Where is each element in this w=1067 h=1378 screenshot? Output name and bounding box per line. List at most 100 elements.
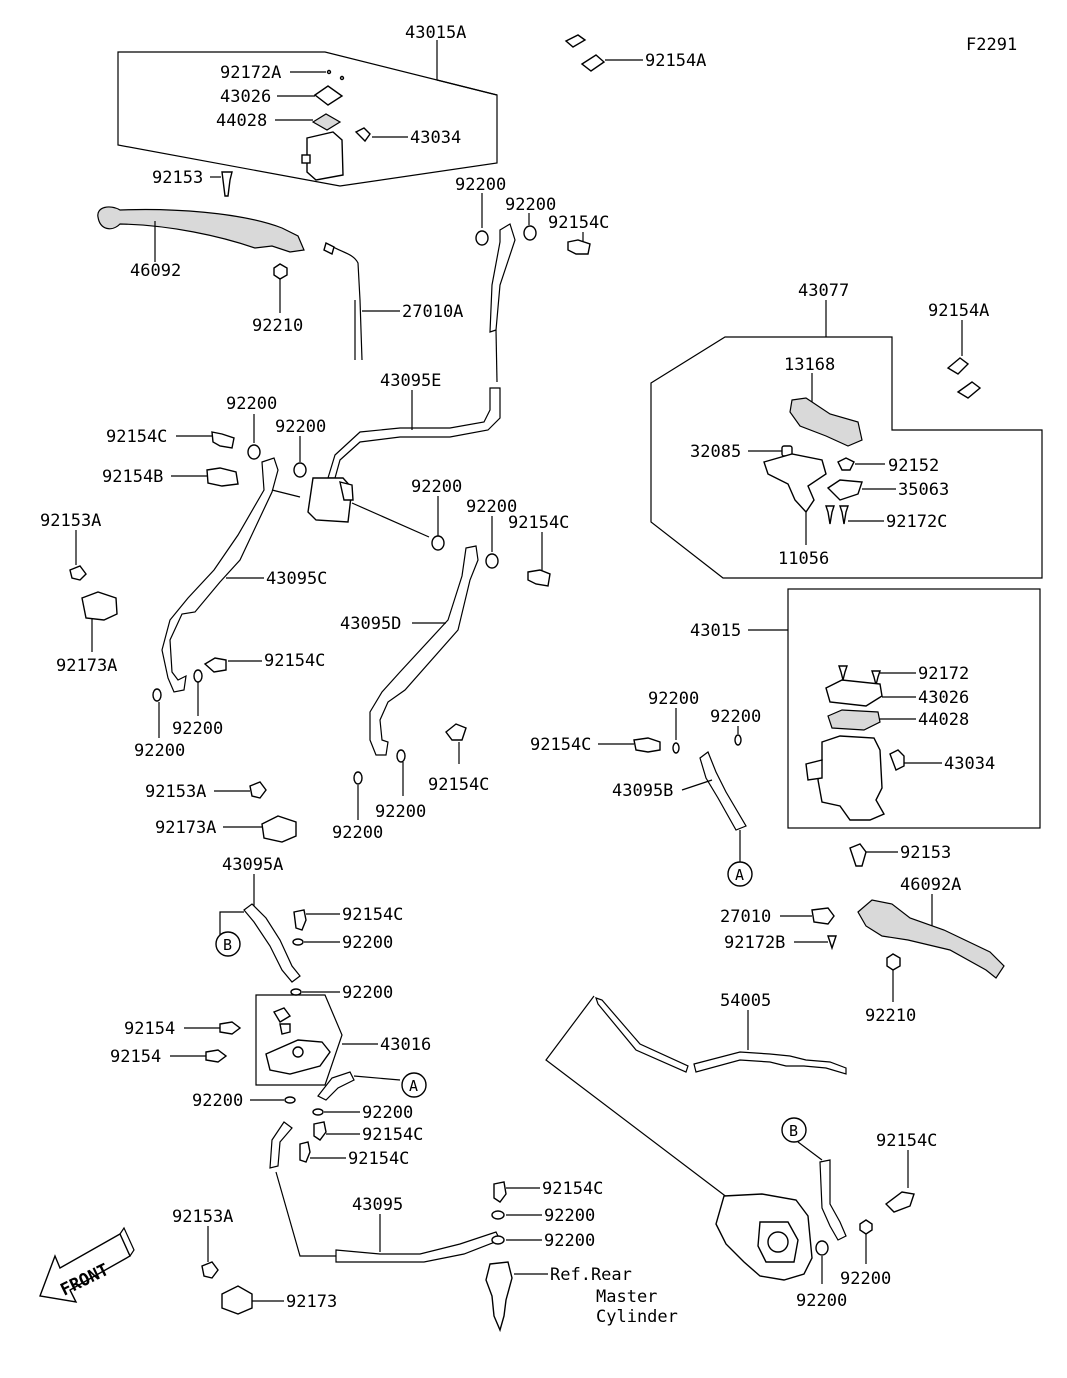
label-92200-l5: 92200 xyxy=(544,1206,595,1226)
banjo-bolt-92154C-lr xyxy=(884,1191,915,1213)
washer-92200-mid7 xyxy=(396,749,406,763)
label-92153-top: 92153 xyxy=(152,168,203,188)
bolt-92154A-2 xyxy=(580,54,606,72)
washer-92200-l5 xyxy=(491,1210,505,1220)
ref-line-1: Ref.Rear xyxy=(550,1265,632,1285)
label-92153-right: 92153 xyxy=(900,843,951,863)
outline-43077 xyxy=(650,336,1043,579)
label-92153A-low: 92153A xyxy=(172,1207,233,1227)
label-92154C-mid1: 92154C xyxy=(106,427,167,447)
nut-92210-right xyxy=(886,953,901,971)
label-92154C-l3: 92154C xyxy=(348,1149,409,1169)
label-92154C-top: 92154C xyxy=(548,213,609,233)
callout-A-left xyxy=(401,1072,427,1098)
label-92200-l4: 92200 xyxy=(362,1103,413,1123)
cover-35063 xyxy=(826,479,863,501)
label-92200-lr2: 92200 xyxy=(796,1291,847,1311)
callout-A-right xyxy=(727,861,753,887)
label-92172: 92172 xyxy=(918,664,969,684)
reservoir-body-top xyxy=(306,131,344,181)
washer-92200-top1 xyxy=(475,230,489,246)
callout-B-right-label: B xyxy=(789,1122,798,1140)
washer-92200-mid1 xyxy=(247,444,261,460)
callout-B-left-label: B xyxy=(223,936,232,954)
label-92154C-mid2: 92154C xyxy=(508,513,569,533)
label-27010A: 27010A xyxy=(402,302,463,322)
label-43095A: 43095A xyxy=(222,855,283,875)
bolt-92153A-left xyxy=(69,565,87,581)
label-43034-right: 43034 xyxy=(944,754,995,774)
label-92200-mid6: 92200 xyxy=(134,741,185,761)
label-43095E: 43095E xyxy=(380,371,441,391)
label-43015A: 43015A xyxy=(405,23,466,43)
front-arrow-icon xyxy=(39,1233,131,1303)
label-92200-mid2: 92200 xyxy=(275,417,326,437)
switch-housing-11056 xyxy=(763,453,827,514)
label-43095D: 43095D xyxy=(340,614,401,634)
label-92153A-mid: 92153A xyxy=(145,782,206,802)
hose-43095D xyxy=(369,545,479,756)
label-92154C-l2: 92154C xyxy=(362,1125,423,1145)
screw-92172C-2 xyxy=(839,505,849,525)
label-92200-mid8: 92200 xyxy=(332,823,383,843)
washer-92200-mid4 xyxy=(485,553,499,569)
clamp-92173A-left xyxy=(81,591,118,621)
banjo-bolt-92154C-l3 xyxy=(299,1141,311,1163)
hose-43095B xyxy=(699,751,747,831)
washer-92200-l6 xyxy=(491,1235,505,1245)
washer-92200-r1 xyxy=(672,742,680,754)
label-92200-top2: 92200 xyxy=(505,195,556,215)
label-92200-r1: 92200 xyxy=(648,689,699,709)
label-92200-l2: 92200 xyxy=(342,983,393,1003)
label-92173A-left: 92173A xyxy=(56,656,117,676)
screw-92172B xyxy=(827,935,837,951)
label-92154A-right: 92154A xyxy=(928,301,989,321)
brake-lever-46092A xyxy=(857,899,1005,979)
master-cylinder-body-43015 xyxy=(817,735,885,821)
nut-92210-top xyxy=(273,263,288,280)
label-92172C: 92172C xyxy=(886,512,947,532)
label-92154C-r1: 92154C xyxy=(530,735,591,755)
label-92154C-mid3: 92154C xyxy=(264,651,325,671)
hose-right-lower xyxy=(819,1159,847,1241)
nut-92152 xyxy=(837,457,855,471)
banjo-bolt-92154C-mid4 xyxy=(445,723,467,741)
label-92154-1: 92154 xyxy=(124,1019,175,1039)
label-92172A: 92172A xyxy=(220,63,281,83)
washer-92200-mid8 xyxy=(353,771,363,785)
ref-line-2: Master xyxy=(596,1287,657,1307)
bolt-43034-right xyxy=(889,749,905,771)
hose-43095A xyxy=(243,903,301,983)
label-43026-top: 43026 xyxy=(220,87,271,107)
clamp-92173 xyxy=(221,1285,253,1315)
label-92154A-top: 92154A xyxy=(645,51,706,71)
label-92153A-left: 92153A xyxy=(40,511,101,531)
label-92154B: 92154B xyxy=(102,467,163,487)
hose-43095C xyxy=(161,457,279,693)
brake-switch-27010A xyxy=(329,244,363,361)
bolt-43034-top xyxy=(354,127,371,143)
label-43016: 43016 xyxy=(380,1035,431,1055)
ref-line-3: Cylinder xyxy=(596,1307,678,1327)
washer-92200-mid5 xyxy=(193,669,203,683)
hose-43095E xyxy=(489,223,516,333)
label-92154C-l4: 92154C xyxy=(542,1179,603,1199)
label-44028-right: 44028 xyxy=(918,710,969,730)
label-92154C-mid4: 92154C xyxy=(428,775,489,795)
label-92210-right: 92210 xyxy=(865,1006,916,1026)
label-92200-mid3: 92200 xyxy=(411,477,462,497)
label-92173: 92173 xyxy=(286,1292,337,1312)
brake-lever-46092 xyxy=(97,206,305,253)
banjo-bolt-92154C-l4 xyxy=(493,1181,507,1203)
label-46092A: 46092A xyxy=(900,875,961,895)
screw-92172-2 xyxy=(871,670,881,686)
washer-92200-top2 xyxy=(523,225,537,241)
bolt-92154-1 xyxy=(219,1021,242,1035)
label-43095: 43095 xyxy=(352,1195,403,1215)
banjo-bolt-92154C-top xyxy=(567,239,591,255)
label-92200-l1: 92200 xyxy=(342,933,393,953)
label-92200-l6: 92200 xyxy=(544,1231,595,1251)
bolt-92154A-1 xyxy=(564,34,587,48)
label-43077: 43077 xyxy=(798,281,849,301)
figure-code: F2291 xyxy=(966,35,1017,55)
